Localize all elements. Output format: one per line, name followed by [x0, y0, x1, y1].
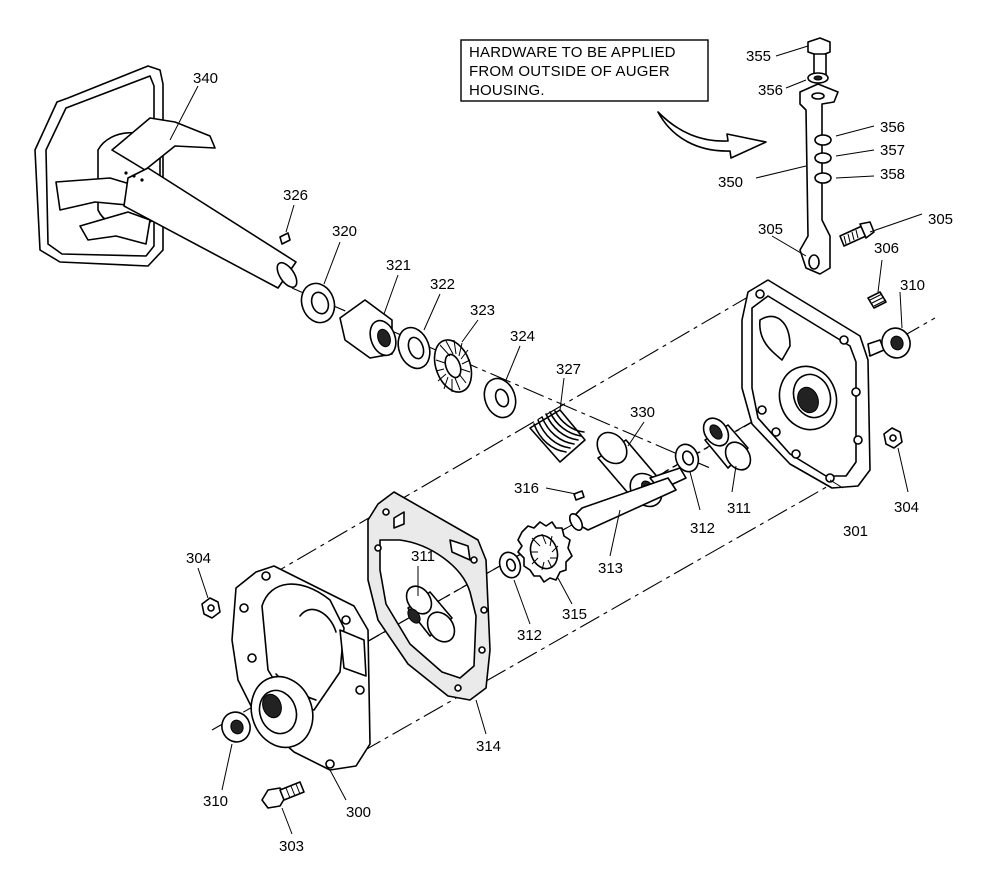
label-312-right: 312 — [690, 520, 715, 537]
label-304-right: 304 — [894, 499, 919, 516]
label-320: 320 — [332, 223, 357, 240]
label-356: 356 — [880, 119, 905, 136]
key-326 — [279, 232, 291, 245]
gear-315 — [517, 521, 573, 583]
washer-320 — [300, 282, 336, 324]
label-356-top: 356 — [758, 82, 783, 99]
washer-356-top — [807, 72, 829, 84]
bolt-355 — [807, 37, 831, 77]
label-314: 314 — [476, 738, 501, 755]
hardware-note: HARDWARE TO BE APPLIED FROM OUTSIDE OF A… — [460, 39, 709, 102]
label-305-right: 305 — [928, 211, 953, 228]
label-311-left: 311 — [411, 548, 435, 565]
label-340: 340 — [193, 70, 218, 87]
label-316: 316 — [514, 480, 539, 497]
label-327: 327 — [556, 361, 581, 378]
leader-lines — [169, 45, 923, 835]
bolt-303 — [261, 781, 305, 809]
thrust-bearing-323 — [433, 339, 473, 393]
label-313: 313 — [598, 560, 623, 577]
gear-housing-300 — [231, 565, 371, 771]
key-316 — [573, 490, 585, 501]
gasket-314 — [367, 491, 491, 701]
bushing-310-right — [881, 327, 911, 359]
washer-stack-356-357-358 — [814, 134, 832, 184]
label-306: 306 — [874, 240, 899, 257]
bearing-311-left — [405, 585, 456, 643]
label-312-left: 312 — [517, 627, 542, 644]
nut-304-right — [883, 427, 903, 449]
bearing-311-right — [702, 417, 752, 471]
label-350: 350 — [718, 174, 743, 191]
label-301: 301 — [843, 523, 868, 540]
note-arrow — [657, 111, 767, 159]
screw-305 — [839, 221, 875, 247]
bushing-310-left — [221, 711, 251, 743]
label-305-left: 305 — [758, 221, 783, 238]
label-358: 358 — [880, 166, 905, 183]
shaft-313 — [568, 477, 677, 531]
washer-312-right — [674, 443, 700, 473]
nut-304-left — [201, 597, 221, 619]
washer-312-left — [498, 551, 522, 579]
note-line-1: HARDWARE TO BE APPLIED — [469, 44, 676, 61]
label-311-right: 311 — [727, 500, 751, 517]
label-310-left: 310 — [203, 793, 228, 810]
note-line-3: HOUSING. — [469, 82, 545, 99]
label-323: 323 — [470, 302, 495, 319]
gear-housing-301 — [741, 279, 885, 489]
worm-gear-327 — [529, 409, 586, 463]
label-324: 324 — [510, 328, 535, 345]
label-303: 303 — [279, 838, 304, 855]
label-330: 330 — [630, 404, 655, 421]
label-315: 315 — [562, 606, 587, 623]
note-line-2: FROM OUTSIDE OF AUGER — [469, 63, 670, 80]
part-labels: 340 326 320 321 322 323 324 327 330 316 … — [186, 48, 953, 855]
label-321: 321 — [386, 257, 411, 274]
bearing-321 — [339, 299, 397, 359]
auger-assembly-340 — [34, 65, 298, 289]
label-355: 355 — [746, 48, 771, 65]
washer-322 — [397, 326, 431, 370]
label-304-left: 304 — [186, 550, 211, 567]
washer-324 — [483, 377, 517, 419]
label-300: 300 — [346, 804, 371, 821]
label-310-right: 310 — [900, 277, 925, 294]
label-326: 326 — [283, 187, 308, 204]
label-322: 322 — [430, 276, 455, 293]
label-357: 357 — [880, 142, 905, 159]
set-screw-306 — [867, 291, 887, 309]
